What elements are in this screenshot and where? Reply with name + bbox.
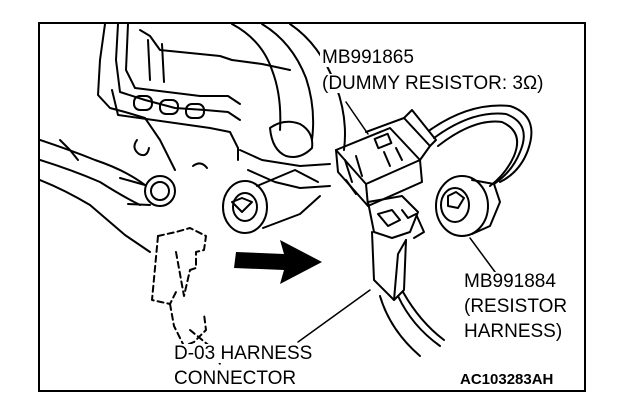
figure-frame [38, 22, 586, 392]
resistor-harness-part-label: MB991884 [462, 271, 558, 292]
resistor-harness-connector [435, 175, 501, 237]
dummy-resistor [335, 109, 437, 207]
engine-bracket-assembly [40, 24, 346, 253]
dummy-resistor-desc-label: (DUMMY RESISTOR: 3Ω) [320, 73, 546, 94]
direction-arrow [234, 240, 322, 284]
resistor-harness-desc-label-2: HARNESS) [462, 321, 565, 342]
dummy-resistor-part-label: MB991865 [320, 47, 416, 68]
leader-harness-connector [297, 289, 371, 343]
figure-code-label: AC103283AH [460, 371, 554, 388]
d03-harness-connector [367, 195, 445, 357]
leader-resistor-harness [469, 237, 499, 277]
leader-dummy-resistor [345, 101, 369, 135]
resistor-wires [429, 104, 533, 187]
harness-connector-label-2: CONNECTOR [172, 368, 299, 389]
harness-connector-label-1: D-03 HARNESS [172, 343, 315, 364]
resistor-harness-desc-label-1: (RESISTOR [462, 296, 570, 317]
